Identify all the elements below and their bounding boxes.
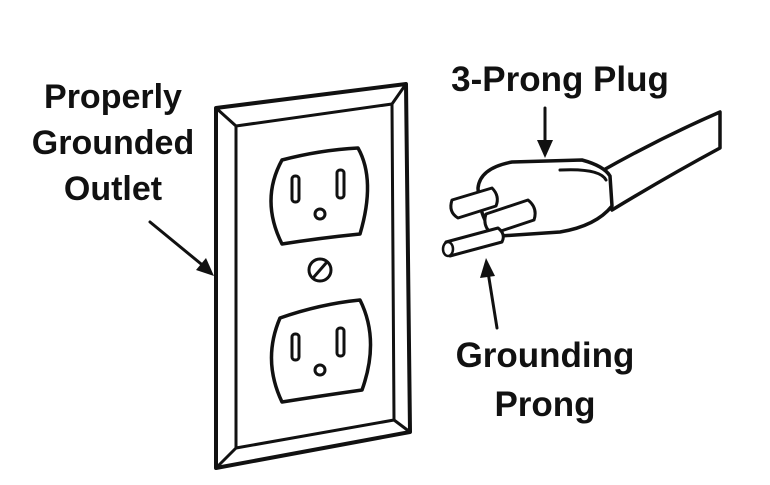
cover-screw bbox=[307, 257, 333, 283]
outlet-label-line1: Properly bbox=[44, 78, 182, 116]
grounding-prong-label: Grounding Prong bbox=[420, 338, 670, 436]
grounding-label-line1: Grounding bbox=[455, 336, 635, 375]
pointer-arrows bbox=[148, 106, 553, 330]
outlet-label-line3: Outlet bbox=[63, 170, 163, 208]
three-prong-plug bbox=[441, 110, 722, 258]
wall-outlet bbox=[214, 82, 412, 470]
arrow-outlet bbox=[148, 220, 208, 270]
receptacle-lower bbox=[269, 298, 373, 404]
plug-label: 3-Prong Plug bbox=[451, 60, 669, 99]
outlet-label: Properly Grounded Outlet bbox=[8, 80, 218, 218]
power-cord bbox=[598, 110, 722, 212]
outlet-label-line2: Grounded bbox=[31, 124, 195, 162]
grounding-label-line2: Prong bbox=[494, 385, 596, 424]
receptacle-upper bbox=[269, 146, 370, 246]
blade-upper bbox=[449, 186, 499, 220]
blade-lower bbox=[483, 198, 537, 236]
arrow-grounding bbox=[486, 270, 499, 330]
